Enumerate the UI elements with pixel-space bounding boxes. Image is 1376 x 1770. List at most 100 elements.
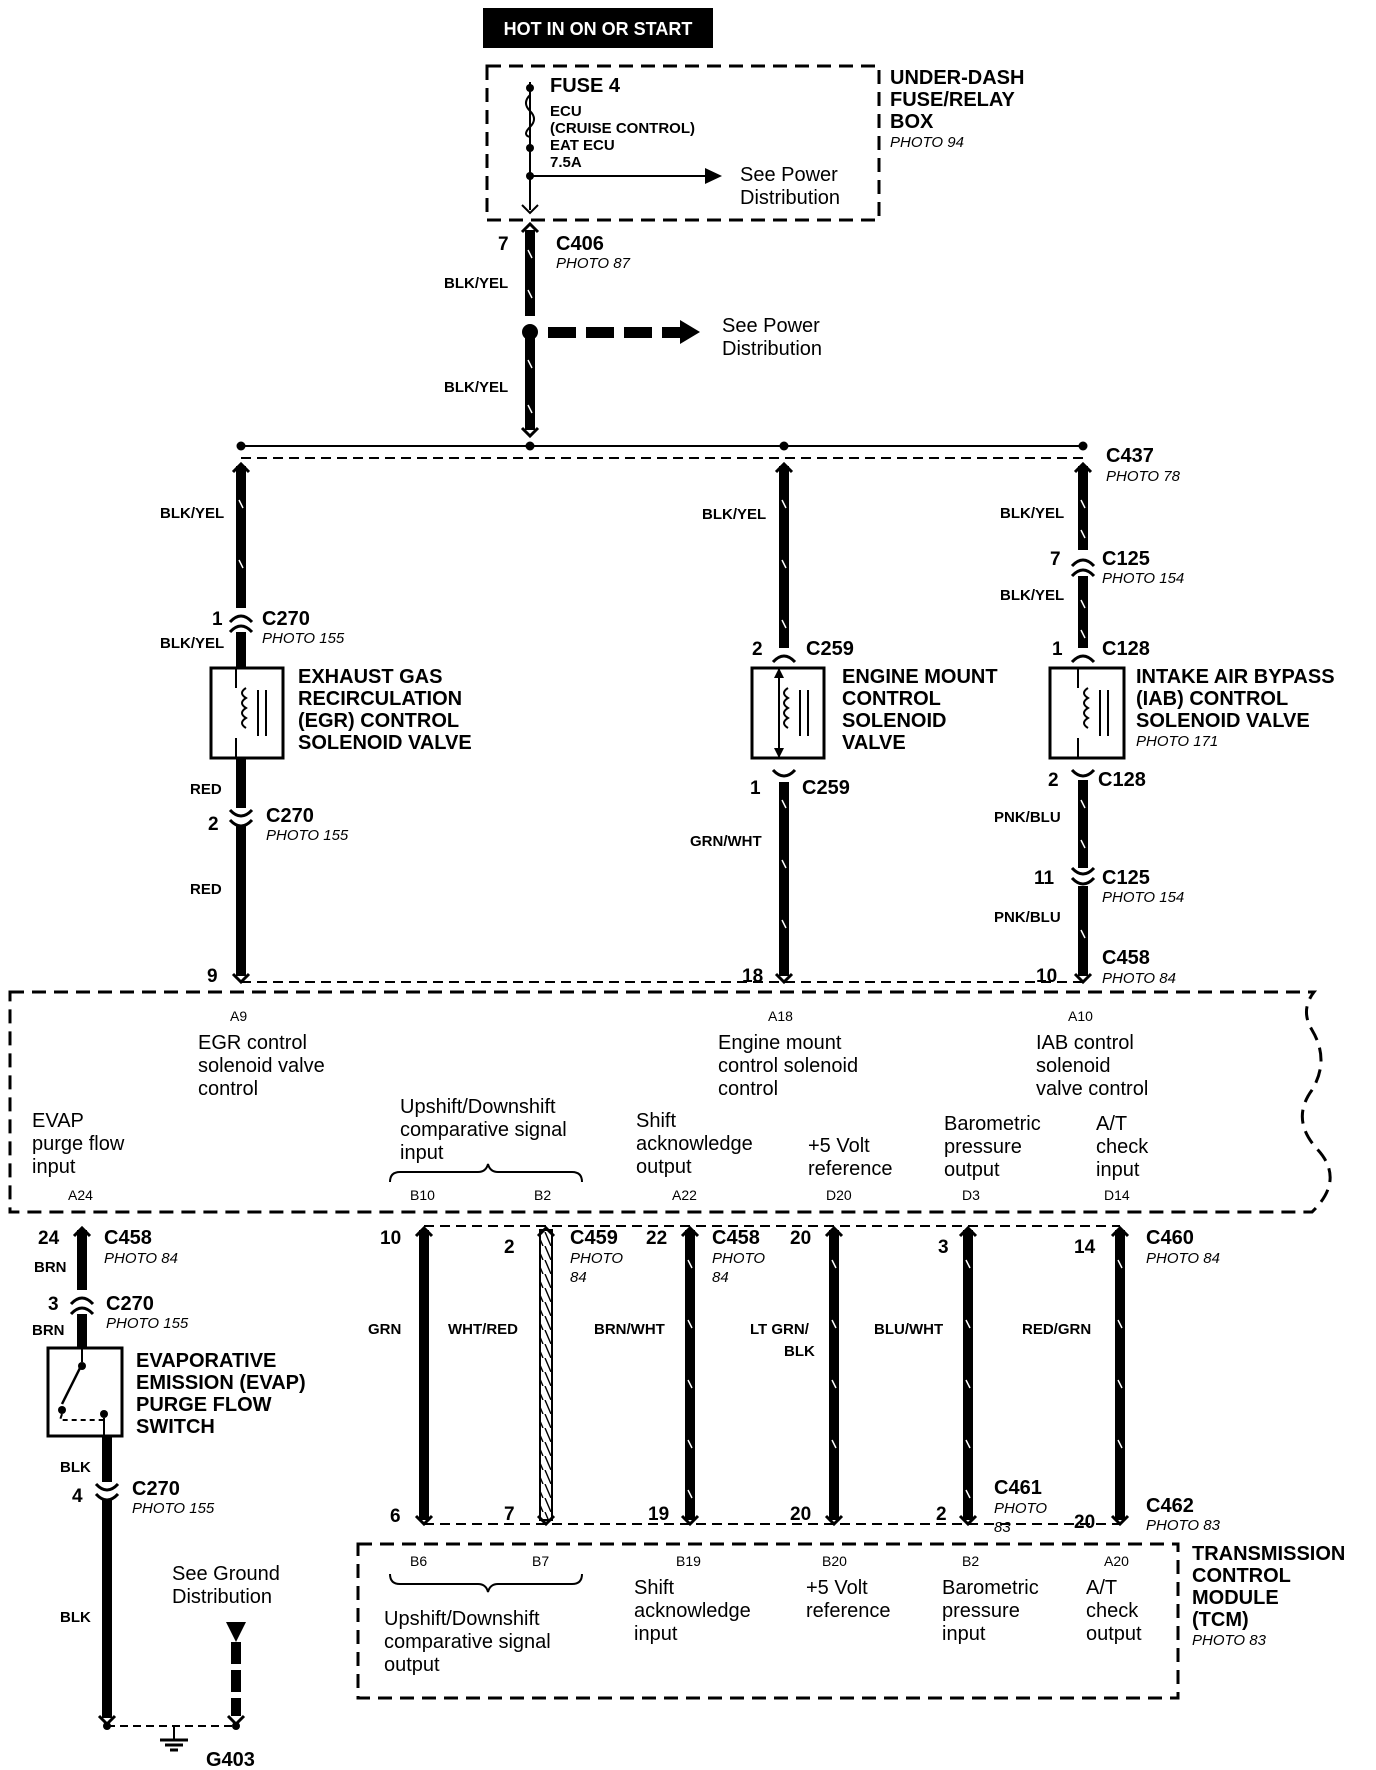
pin-14: 14: [1074, 1237, 1096, 1258]
wire-ltgrn-1: LT GRN/: [750, 1321, 810, 1338]
egr-wire-top: BLK/YEL: [160, 505, 224, 522]
wire-grn: GRN: [368, 1321, 401, 1338]
egr-c270-top-photo: PHOTO 155: [262, 630, 345, 647]
tcm-ud-line1: Upshift/Downshift: [384, 1608, 540, 1630]
ecm-a10-line3: valve control: [1036, 1078, 1148, 1100]
c458b-photo-1: PHOTO: [712, 1250, 765, 1267]
fuse-box-title-1: UNDER-DASH: [890, 67, 1024, 89]
evap-pin-3: 3: [48, 1294, 59, 1315]
pin-b19: 19: [648, 1504, 669, 1525]
egr-title-4: SOLENOID VALVE: [298, 732, 472, 754]
ecm-d3: D3: [962, 1187, 980, 1203]
pin-10: 10: [380, 1228, 401, 1249]
pin-b6: 6: [390, 1506, 401, 1527]
ecm-a24: A24: [68, 1187, 93, 1203]
evap-c458-name: C458: [104, 1227, 152, 1249]
ecm-shift-line3: output: [636, 1156, 692, 1178]
ground-arrow-icon: [226, 1622, 246, 1642]
evap-pin-24: 24: [38, 1228, 60, 1249]
fuse-box: [485, 64, 881, 222]
ecm-shift-line2: acknowledge: [636, 1133, 753, 1155]
ecm-a9-line3: control: [198, 1078, 258, 1100]
tcm-atc-line3: output: [1086, 1623, 1142, 1645]
iab-title-3: SOLENOID VALVE: [1136, 710, 1310, 732]
coil-icon: [1083, 687, 1090, 729]
c437-photo: PHOTO 78: [1106, 468, 1181, 485]
fuse-label: FUSE 4: [550, 75, 621, 97]
ecm-evap-line3: input: [32, 1156, 76, 1178]
iab-pin-10: 10: [1036, 966, 1057, 987]
em-title-1: ENGINE MOUNT: [842, 666, 998, 688]
em-title-4: VALVE: [842, 732, 906, 754]
tcm-a20: A20: [1104, 1553, 1129, 1569]
ecm-evap-line2: purge flow: [32, 1133, 125, 1155]
fuse-icon: [525, 94, 535, 138]
em-title-2: CONTROL: [842, 688, 941, 710]
tcm-b20: B20: [822, 1553, 847, 1569]
tcm-baro-line1: Barometric: [942, 1577, 1039, 1599]
tcm-shift-line1: Shift: [634, 1577, 674, 1599]
egr-c270-bot-name: C270: [266, 805, 314, 827]
evap-c270-photo: PHOTO 155: [106, 1315, 189, 1332]
fuse-line-4: 7.5A: [550, 154, 582, 171]
ecm-b10: B10: [410, 1187, 435, 1203]
fuse-box-title-2: FUSE/RELAY: [890, 89, 1016, 111]
iab-wire-top: BLK/YEL: [1000, 505, 1064, 522]
evap-c270-bot-name: C270: [132, 1478, 180, 1500]
c406-name: C406: [556, 233, 604, 255]
wire-whtred: WHT/RED: [448, 1321, 518, 1338]
iab-c128-top-pin: 1: [1052, 639, 1063, 660]
splice-point: [522, 324, 538, 340]
fuse-line-2: (CRUISE CONTROL): [550, 120, 695, 137]
pin-3: 3: [938, 1237, 949, 1258]
ecm-volt-line2: reference: [808, 1158, 893, 1180]
wire-redgrn: RED/GRN: [1022, 1321, 1091, 1338]
em-title-3: SOLENOID: [842, 710, 946, 732]
wire-brnwht: BRN/WHT: [594, 1321, 665, 1338]
c459-name: C459: [570, 1227, 618, 1249]
tcm-b6: B6: [410, 1553, 427, 1569]
switch-icon: [60, 1367, 82, 1405]
ecm-baro-line2: pressure: [944, 1136, 1022, 1158]
evap-title-1: EVAPORATIVE: [136, 1350, 276, 1372]
egr-title-2: RECIRCULATION: [298, 688, 462, 710]
em-wire-grnwht: GRN/WHT: [690, 833, 762, 850]
evap-switch: [46, 1346, 124, 1438]
brace-icon: [389, 1163, 583, 1183]
egr-c270-top-pin: 1: [212, 609, 223, 630]
c460-name: C460: [1146, 1227, 1194, 1249]
wire-label-blkyel-1: BLK/YEL: [444, 275, 508, 292]
iab-c128-top-name: C128: [1102, 638, 1150, 660]
evap-pin-4: 4: [72, 1486, 83, 1507]
c460-photo: PHOTO 84: [1146, 1250, 1220, 1267]
c461-photo-2: 83: [994, 1519, 1011, 1536]
ecm-atc-line2: check: [1096, 1136, 1149, 1158]
see-power-2-line1: See Power: [722, 315, 820, 337]
ecm-evap-line1: EVAP: [32, 1110, 84, 1132]
c458b-name: C458: [712, 1227, 760, 1249]
tcm-b7: B7: [532, 1553, 549, 1569]
egr-c270-top-name: C270: [262, 608, 310, 630]
ecm-a18-line1: Engine mount: [718, 1032, 842, 1054]
tcm-baro-line3: input: [942, 1623, 986, 1645]
tcm-baro-line2: pressure: [942, 1600, 1020, 1622]
evap-title-4: SWITCH: [136, 1416, 215, 1438]
fuse-line-1: ECU: [550, 103, 582, 120]
ecm-atc-line3: input: [1096, 1159, 1140, 1181]
ecm-ud-line3: input: [400, 1142, 444, 1164]
evap-c270-name: C270: [106, 1293, 154, 1315]
c406-photo: PHOTO 87: [556, 255, 631, 272]
iab-c128-bot-pin: 2: [1048, 770, 1059, 791]
ecm-a18-line3: control: [718, 1078, 778, 1100]
iab-c125-bot-pin: 11: [1034, 868, 1055, 889]
c461-name: C461: [994, 1477, 1042, 1499]
em-c259-top-name: C259: [806, 638, 854, 660]
iab-valve: [1048, 666, 1126, 760]
iab-c125-bot-photo: PHOTO 154: [1102, 889, 1184, 906]
iab-c125-top-pin: 7: [1050, 549, 1061, 570]
pin-b7: 7: [504, 1504, 515, 1525]
egr-title-1: EXHAUST GAS: [298, 666, 442, 688]
c461-photo-1: PHOTO: [994, 1500, 1047, 1517]
egr-wire-mid: BLK/YEL: [160, 635, 224, 652]
c406-pin: 7: [498, 234, 509, 255]
